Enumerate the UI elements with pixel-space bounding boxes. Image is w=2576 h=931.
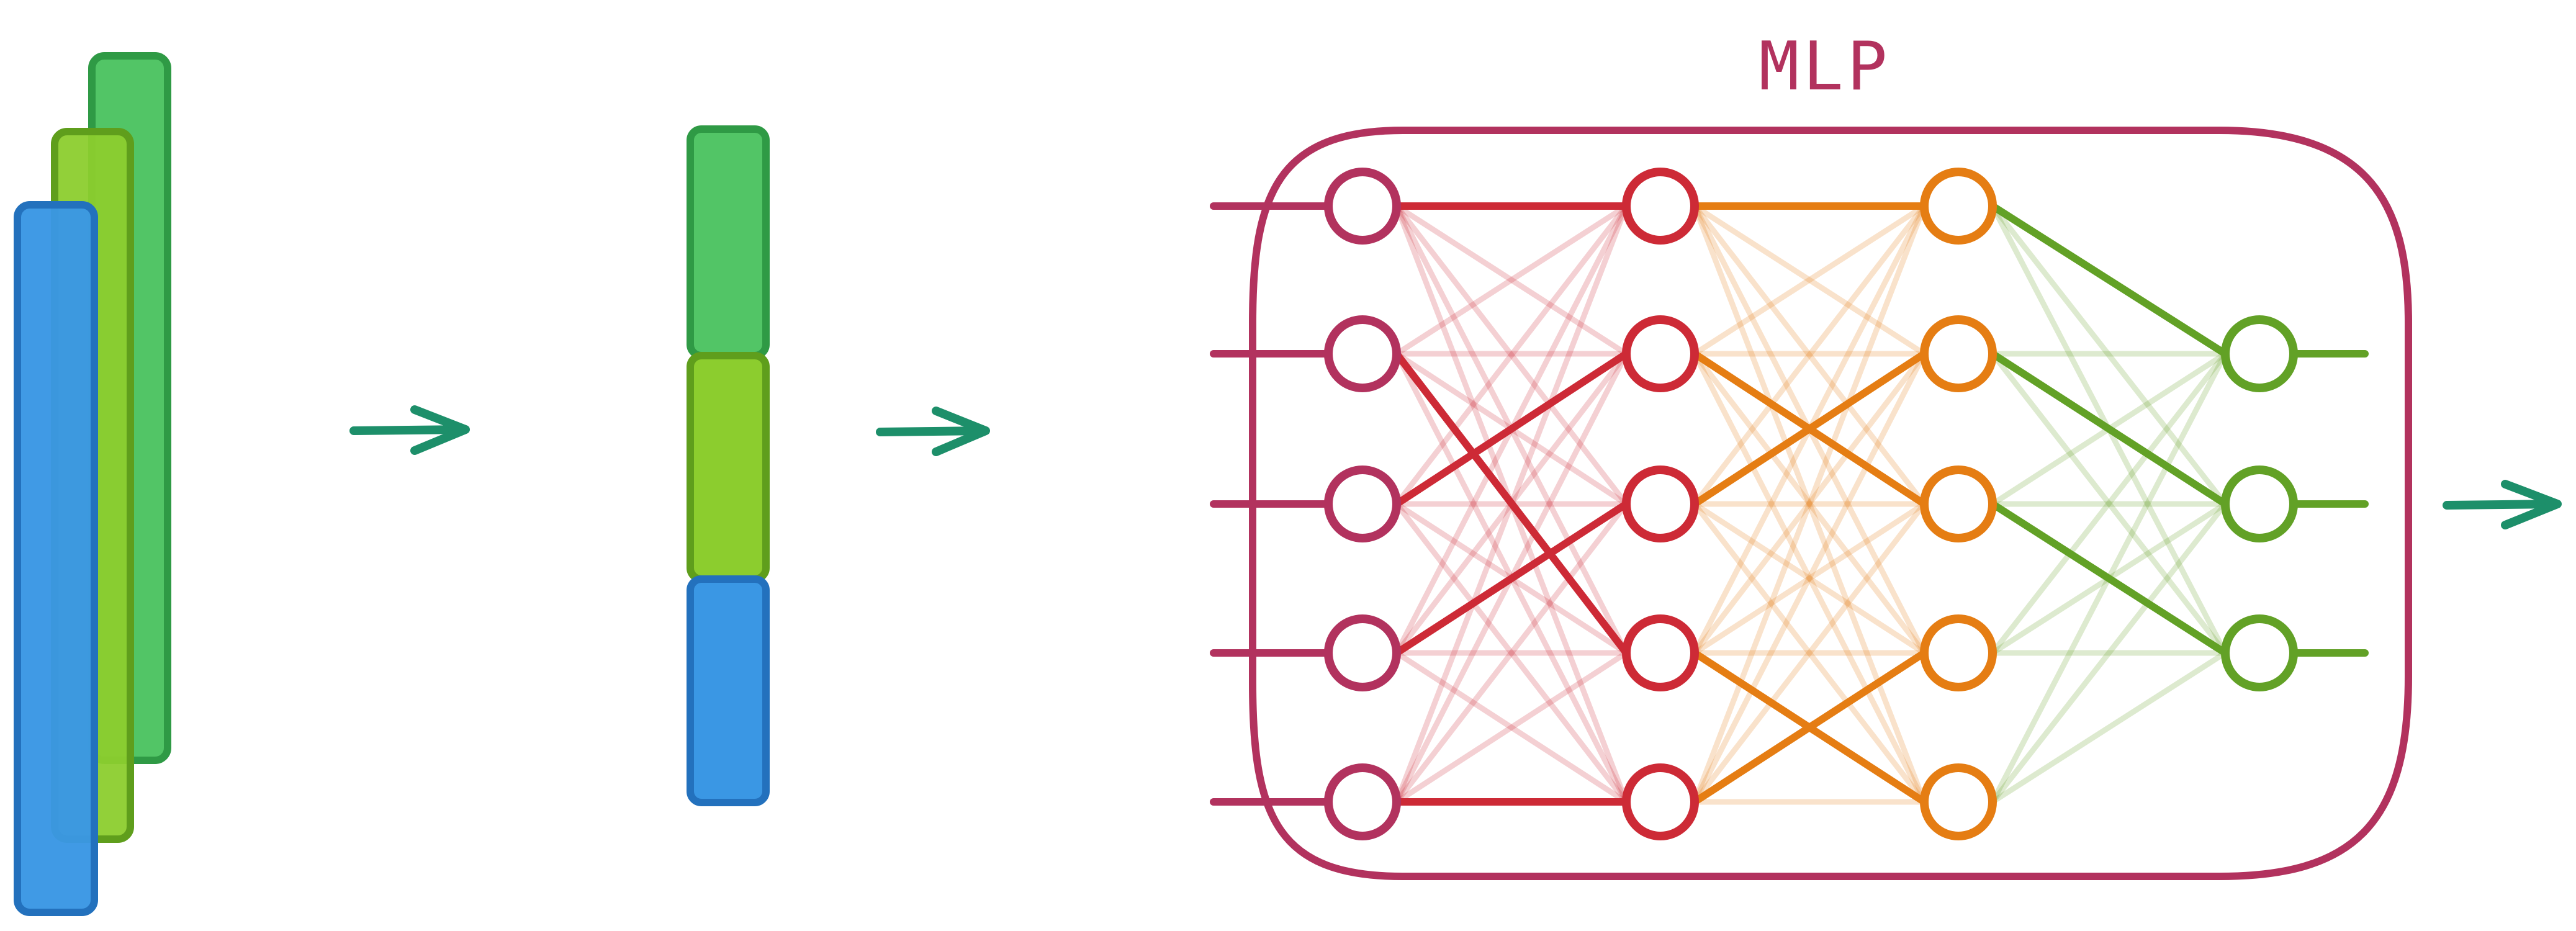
connection-line — [1394, 203, 1629, 357]
neuron-node — [1920, 466, 1997, 542]
connection-line — [1691, 351, 1927, 656]
neuron-node — [1622, 763, 1699, 840]
mlp-title: MLP — [1759, 28, 1891, 106]
connection-line — [1989, 650, 2228, 805]
connection-line — [1989, 351, 2228, 656]
active-connection — [1989, 500, 2229, 657]
connection-line — [1394, 501, 1629, 805]
connection-line — [1691, 203, 1927, 507]
active-connection — [1989, 350, 2229, 508]
concat-segment-blue — [687, 575, 770, 806]
arrow-concat-to-mlp — [876, 407, 990, 456]
active-connection — [1691, 350, 1928, 508]
neuron-node — [1622, 614, 1699, 691]
neuron-node — [1324, 763, 1401, 840]
mlp-frame — [1249, 127, 2412, 880]
active-connection — [1393, 350, 1630, 508]
arrow-mlp-output — [2443, 480, 2562, 529]
active-connection — [1393, 500, 1630, 657]
connection-line — [1691, 203, 1927, 507]
arrow-stack-to-concat — [349, 405, 470, 455]
mlp-network — [1210, 168, 2369, 840]
neuron-node — [2221, 466, 2298, 542]
connection-line — [1691, 501, 1927, 805]
connection-line — [1394, 203, 1629, 507]
neuron-node — [1622, 466, 1699, 542]
neuron-node — [1324, 466, 1401, 542]
connection-line — [1691, 203, 1927, 357]
concatenated-vector — [687, 125, 770, 806]
stacked-input-vectors — [14, 52, 171, 916]
connection-line — [1989, 501, 2228, 805]
neuron-node — [2221, 614, 2298, 691]
connection-line — [1691, 501, 1927, 805]
connection-line — [1691, 501, 1927, 656]
active-connection — [1691, 649, 1928, 806]
active-connection — [1989, 202, 2229, 358]
neuron-node — [1324, 315, 1401, 392]
connection-line — [1394, 203, 1629, 507]
neuron-node — [1920, 315, 1997, 392]
connection-line — [1394, 203, 1629, 357]
connection-line — [1691, 351, 1927, 805]
active-connection — [1393, 350, 1630, 657]
neuron-node — [1324, 168, 1401, 245]
neuron-node — [1622, 315, 1699, 392]
connection-line — [1394, 650, 1629, 805]
connection-line — [1691, 203, 1927, 805]
connection-line — [1691, 203, 1927, 805]
connection-line — [1989, 351, 2228, 656]
connection-line — [1691, 351, 1927, 656]
neuron-node — [1920, 763, 1997, 840]
neuron-node — [1920, 614, 1997, 691]
vector-blue — [14, 201, 98, 916]
concat-segment-green — [687, 125, 770, 359]
concat-segment-lime — [687, 352, 770, 583]
connection-line — [1394, 501, 1629, 805]
connection-line — [1691, 501, 1927, 656]
neuron-node — [2221, 315, 2298, 392]
connection-line — [1691, 203, 1927, 357]
connection-line — [1691, 351, 1927, 805]
connection-line — [1989, 203, 2228, 507]
connection-line — [1394, 650, 1629, 805]
neuron-node — [1324, 614, 1401, 691]
neuron-node — [1920, 168, 1997, 245]
neuron-node — [1622, 168, 1699, 245]
